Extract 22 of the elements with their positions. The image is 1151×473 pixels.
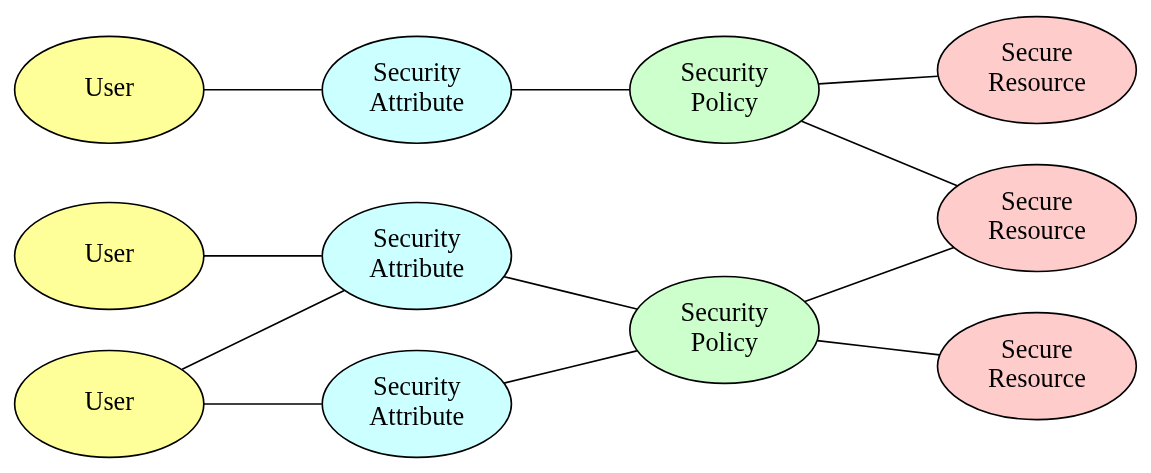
node-ellipse: Security Attribute [321,35,513,144]
connector [816,339,941,356]
connector [804,246,955,302]
node-ellipse: User [13,35,205,144]
node-ellipse: Secure Resource [936,311,1138,420]
connector [503,349,638,384]
connector [203,88,323,91]
connector [503,275,638,310]
node-ellipse: Secure Resource [936,15,1138,124]
connector [203,402,323,405]
node-ellipse: Security Attribute [321,349,513,458]
node-ellipse: Secure Resource [936,163,1138,272]
connector [800,119,958,186]
node-ellipse: Security Policy [629,275,820,384]
node-ellipse: Security Attribute [321,201,513,310]
connector [510,88,631,91]
node-ellipse: User [13,349,205,458]
node-ellipse: Security Policy [629,35,820,144]
connector [818,74,939,85]
connector [203,254,323,257]
node-ellipse: User [13,201,205,310]
connector [181,289,346,370]
